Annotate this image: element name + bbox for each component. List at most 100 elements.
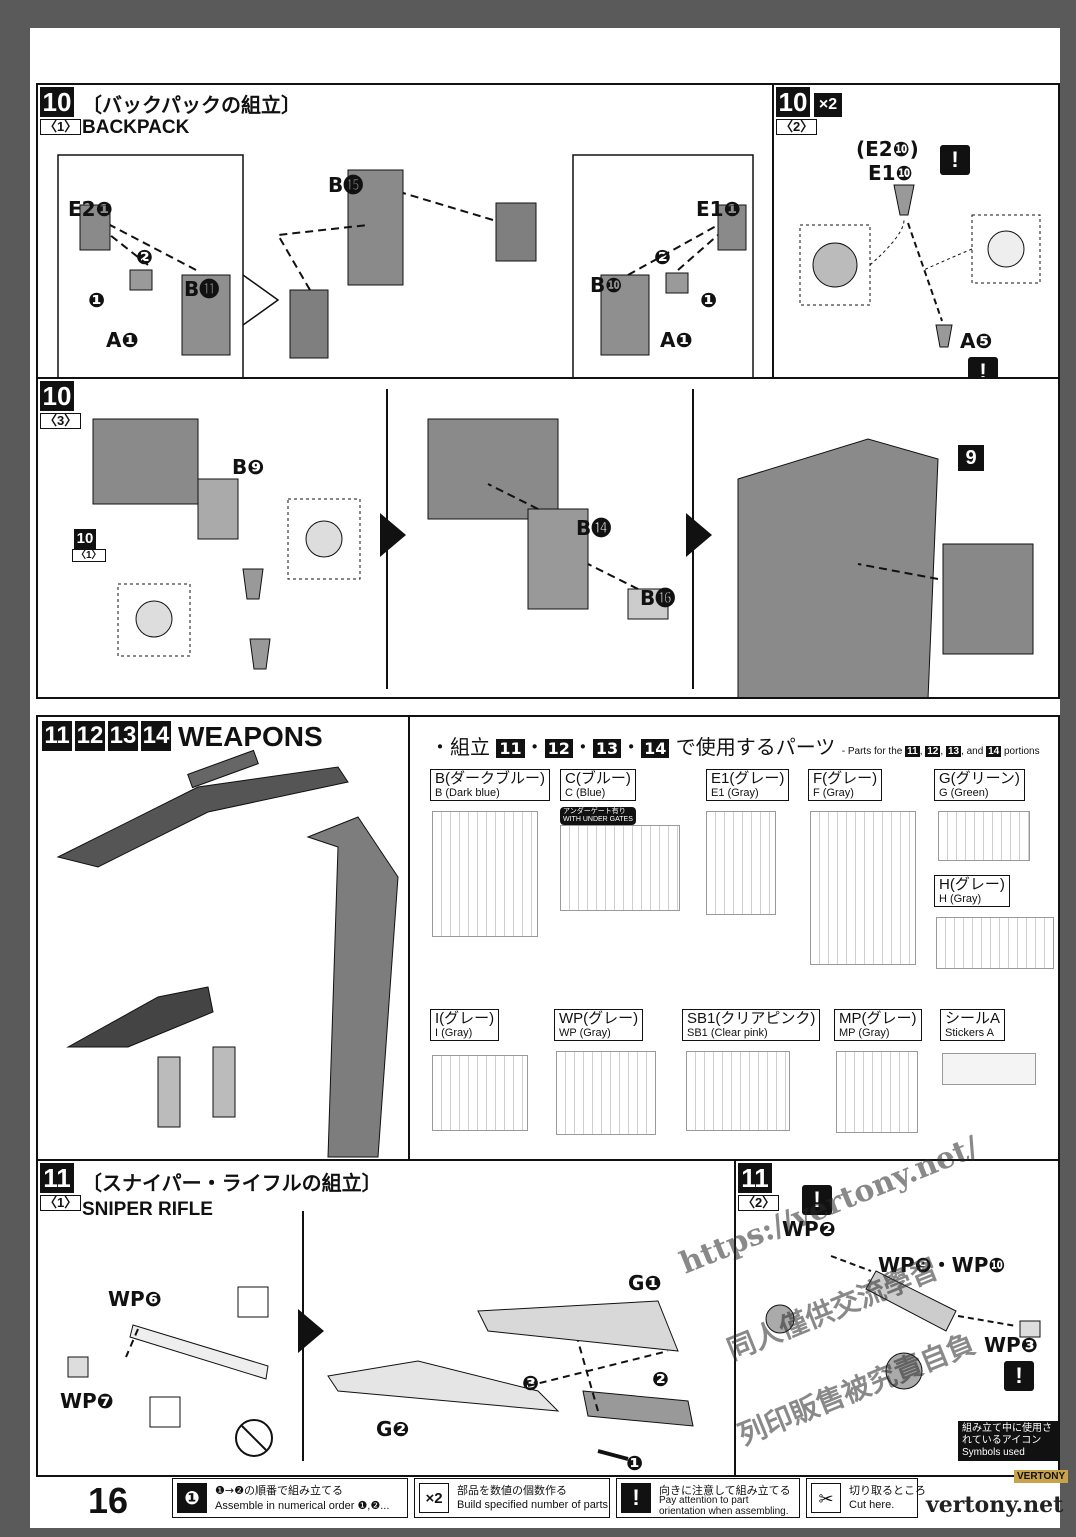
part-label-wp6: WP❻ — [108, 1287, 162, 1311]
runner-label-h: H(グレー)H (Gray) — [934, 875, 1010, 907]
step-10-2-panel: 10 ×2 〈2〉 (E2❿) E1❿ A❺ ! ! — [772, 83, 1060, 379]
step-number: 11 — [738, 1163, 772, 1193]
order-mark: ❷ — [136, 245, 153, 269]
part-label-a1-left: A❶ — [106, 328, 139, 352]
next-arrow-icon — [686, 513, 712, 557]
part-label-g1: G❶ — [628, 1271, 662, 1295]
order-mark: ❶ — [88, 288, 105, 312]
step-chip-11-en: 11 — [905, 746, 920, 757]
runner-label-c: C(ブルー)C (Blue) — [560, 769, 636, 801]
part-label-b11: B⓫ — [184, 277, 220, 301]
part-label-a1-right: A❶ — [660, 328, 693, 352]
runner-label-wp: WP(グレー)WP (Gray) — [554, 1009, 644, 1041]
runner-mp-diagram — [836, 1051, 918, 1133]
parts-heading-en-and: and — [966, 746, 984, 757]
stickers-a-diagram — [942, 1053, 1036, 1085]
step-title-en: SNIPER RIFLE — [82, 1199, 213, 1220]
step-number: 11 — [40, 1163, 74, 1193]
runner-h-diagram — [936, 917, 1054, 969]
part-label-b9: B❾ — [232, 455, 265, 479]
step-title-jp: 〔スナイパー・ライフルの組立〕 — [82, 1171, 382, 1195]
step-chip-13-en: 13 — [945, 746, 962, 757]
parts-heading-en-prefix: - Parts for the — [841, 746, 903, 757]
part-label-wp3: WP❸ — [984, 1333, 1038, 1357]
part-label-b16: B⓰ — [640, 586, 676, 610]
runner-label-f: F(グレー)F (Gray) — [808, 769, 883, 801]
parts-heading-en-suffix: portions — [1004, 746, 1040, 757]
reference-step-number: 10 — [74, 529, 96, 549]
order-mark: ❸ — [522, 1371, 539, 1395]
step-11-2-panel: 11 〈2〉 ! ! WP❷ WP❾・WP❿ WP❸ 組み立て中に使用されている… — [734, 1159, 1060, 1477]
runner-g-diagram — [938, 811, 1030, 861]
part-label-e1-10: E1❿ — [868, 161, 913, 185]
runner-label-e1: E1(グレー)E1 (Gray) — [706, 769, 790, 801]
next-arrow-icon — [298, 1309, 324, 1353]
orientation-warning-icon: ! — [1004, 1361, 1034, 1391]
part-label-wp9-wp10: WP❾・WP❿ — [878, 1253, 1006, 1277]
parts-heading: ・組立 11・12・13・14 で使用するパーツ - Parts for the… — [430, 735, 1040, 759]
runner-label-mp: MP(グレー)MP (Gray) — [834, 1009, 922, 1041]
step-chip-12: 12 — [544, 739, 573, 758]
substep-label: 〈3〉 — [40, 413, 82, 429]
order-mark: ❶ — [626, 1451, 643, 1475]
runner-e1-diagram — [706, 811, 776, 915]
step-title-jp: 〔バックパックの組立〕 — [82, 93, 301, 117]
step-number-13: 13 — [108, 721, 138, 751]
watermark-logo: VERTONY — [1014, 1470, 1069, 1483]
runner-c-diagram — [560, 825, 680, 911]
order-mark: ❷ — [652, 1367, 669, 1391]
step-chip-14-en: 14 — [986, 746, 1002, 757]
substep-label: 〈2〉 — [738, 1195, 780, 1211]
part-label-b10: B❿ — [590, 273, 623, 297]
order-mark: ❷ — [654, 245, 671, 269]
step-title-en: BACKPACK — [82, 117, 190, 138]
step-number: 10 — [40, 381, 74, 411]
step-number-14: 14 — [141, 721, 171, 751]
step-number: 10 — [40, 87, 74, 117]
substep-label: 〈2〉 — [776, 119, 818, 135]
part-label-e2-1: E2❶ — [68, 197, 113, 221]
part-label-wp7: WP❼ — [60, 1389, 114, 1413]
backpack-diagram — [57, 154, 754, 377]
reference-step-9: 9 — [958, 445, 984, 471]
step-number: 10 — [776, 87, 810, 117]
runner-label-sb1: SB1(クリアピンク)SB1 (Clear pink) — [682, 1009, 821, 1041]
legend-assemble-order: ❶ ❶→❷の順番で組み立てる Assemble in numerical ord… — [172, 1478, 408, 1518]
multiplier-icon: ×2 — [419, 1483, 449, 1513]
multiplier-icon: ×2 — [814, 93, 842, 117]
substep-label: 〈1〉 — [40, 1195, 82, 1211]
step-10-1-panel: 10 〈1〉 〔バックパックの組立〕 BACKPACK B⓯ E2❶ B⓫ A❶… — [36, 83, 774, 379]
next-arrow-icon — [380, 513, 406, 557]
substep-label: 〈1〉 — [40, 119, 82, 135]
runner-label-i: I(グレー)I (Gray) — [430, 1009, 500, 1041]
order-mark: ❶ — [700, 288, 717, 312]
part-label-wp2: WP❷ — [782, 1217, 836, 1241]
step-chip-14: 14 — [641, 739, 670, 758]
orientation-warning-icon: ! — [968, 357, 998, 377]
step-number-11: 11 — [42, 721, 72, 751]
runner-wp-diagram — [556, 1051, 656, 1135]
reference-substep: 〈1〉 — [72, 549, 106, 562]
barrel-diagram — [799, 184, 1041, 348]
runner-label-b: B(ダークブルー)B (Dark blue) — [430, 769, 550, 801]
runner-i-diagram — [432, 1055, 528, 1131]
part-label-g2: G❷ — [376, 1417, 410, 1441]
part-label-b15: B⓯ — [328, 173, 364, 197]
step-chip-12-en: 12 — [925, 746, 941, 757]
parts-heading-en: - Parts for the 11, 12, 13, and 14 porti… — [841, 746, 1040, 757]
runner-f-diagram — [810, 811, 916, 965]
step-chip-11: 11 — [496, 739, 525, 758]
backpack-assembly-diagram — [92, 418, 1034, 697]
runner-label-g: G(グリーン)G (Green) — [934, 769, 1025, 801]
legend-multiplier: ×2 部品を数値の個数作る Build specified number of … — [414, 1478, 611, 1518]
part-label-a5: A❺ — [960, 329, 993, 353]
sniper-rifle-diagram — [67, 1286, 694, 1461]
weapons-illustration — [56, 749, 399, 1158]
part-label-b14: B⓮ — [576, 516, 612, 540]
page-number: 16 — [88, 1480, 129, 1521]
watermark-site: vertony.net — [926, 1492, 1064, 1518]
warning-icon: ! — [621, 1483, 651, 1513]
orientation-warning-icon: ! — [940, 145, 970, 175]
step-10-3-panel: 10 〈3〉 10 〈1〉 B❾ B⓮ B⓰ 9 — [36, 377, 1060, 699]
